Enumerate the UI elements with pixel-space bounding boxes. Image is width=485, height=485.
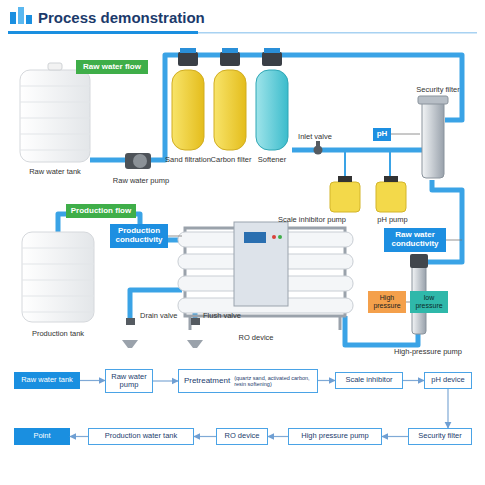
title-icon (26, 15, 32, 24)
title-rule (8, 31, 198, 34)
node-text: Raw water flow (83, 63, 141, 72)
part-label: Inlet valve (290, 133, 340, 141)
part-label: RO device (226, 334, 286, 342)
part-label: Drain valve (140, 312, 190, 320)
raw-water-pump (125, 153, 151, 169)
flow-tag: Production flow (66, 204, 136, 218)
flow-arrow (194, 436, 216, 437)
title-icon (18, 7, 24, 24)
process-box: Security filter (408, 428, 472, 445)
node-text: RO device (224, 432, 259, 440)
part-label: pH pump (370, 216, 415, 224)
valve-stem (316, 141, 320, 147)
part-label: Scale inhibitor pump (262, 216, 362, 224)
control-valve (222, 48, 238, 53)
node-text: Raw water pump (108, 373, 150, 390)
pump-motor (410, 254, 428, 268)
control-valve (220, 52, 240, 66)
drain-valve (126, 318, 135, 325)
part-label: Raw water tank (15, 168, 95, 176)
flush-valve (191, 318, 200, 325)
tank-rib (20, 86, 90, 150)
sensor-tag: pH (373, 128, 391, 141)
security-filter (422, 100, 444, 178)
process-box: Pretreatment (quartz sand, activated carb… (178, 369, 318, 393)
flow-arrow (318, 380, 335, 381)
panel-lamp (272, 235, 276, 239)
terminal-box: Point (14, 428, 70, 445)
control-valve (264, 48, 280, 53)
process-box: Raw water pump (105, 369, 153, 393)
pressure-tag: low pressure (410, 291, 448, 313)
node-text: Production flow (71, 207, 131, 216)
flow-arrow (70, 436, 88, 437)
process-box: RO device (216, 428, 268, 445)
control-valve (178, 52, 198, 66)
water-pipe (58, 55, 462, 345)
flow-arrow (403, 380, 424, 381)
process-box: pH device (424, 372, 472, 389)
node-text: Raw water tank (21, 376, 73, 384)
title-rule (8, 32, 477, 34)
part-label: High-pressure pump (378, 348, 478, 356)
part-label: Production tank (18, 330, 98, 338)
node-text: Production conductivity (112, 227, 166, 245)
flow-tag: Raw water flow (76, 60, 148, 74)
flow-arrow (268, 436, 288, 437)
node-text: Scale inhibitor (345, 376, 392, 384)
flow-arrow (447, 389, 448, 428)
part-label: Flush valve (203, 312, 253, 320)
panel-screen (244, 232, 266, 243)
node-text: Raw water conductivity (386, 231, 444, 249)
dosing-pump (338, 176, 352, 182)
terminal-box: Raw water tank (14, 372, 80, 389)
control-valve (180, 48, 196, 53)
dosing-pump (384, 176, 398, 182)
carbon-filter-vessel (214, 70, 246, 150)
part-label: Carbon filter (202, 156, 260, 164)
node-text: Pretreatment (184, 377, 230, 386)
dosing-tank (376, 182, 406, 212)
node-text: High pressure (370, 294, 404, 309)
title-icon (10, 12, 16, 24)
node-text: low pressure (412, 294, 446, 309)
drain-funnel (122, 340, 203, 348)
dosing-tank (330, 182, 360, 212)
page-title: Process demonstration (38, 9, 338, 26)
node-text: Security filter (418, 432, 461, 440)
pump-head (133, 154, 147, 168)
pressure-tag: High pressure (368, 291, 406, 313)
tank-rib (22, 248, 94, 312)
part-label: Sand filtration (158, 156, 218, 164)
part-label: Security filter (398, 86, 478, 94)
flow-arrow (153, 380, 178, 381)
raw-water-tank (20, 70, 90, 162)
node-text: pH device (431, 376, 464, 384)
production-tank (22, 232, 94, 322)
control-valve (262, 52, 282, 66)
node-text: High pressure pump (301, 432, 369, 440)
sensor-tag: Production conductivity (110, 224, 168, 248)
panel-lamp (278, 235, 282, 239)
sensor-tag: Raw water conductivity (384, 228, 446, 252)
control-panel (234, 222, 288, 306)
softener-vessel (256, 70, 288, 150)
part-label: Softener (248, 156, 296, 164)
filter-cap (418, 96, 448, 104)
node-text: Production water tank (105, 432, 178, 440)
sand-filter-vessel (172, 70, 204, 150)
node-note: (quartz sand, activated carbon, resin so… (234, 375, 312, 387)
process-box: Production water tank (88, 428, 194, 445)
node-text: pH (377, 130, 388, 139)
process-box: Scale inhibitor (335, 372, 403, 389)
tank-lid (48, 63, 62, 70)
node-text: Point (33, 432, 50, 440)
part-label: Raw water pump (106, 177, 176, 185)
flow-arrow (382, 436, 408, 437)
flow-arrow (80, 380, 105, 381)
process-box: High pressure pump (288, 428, 382, 445)
